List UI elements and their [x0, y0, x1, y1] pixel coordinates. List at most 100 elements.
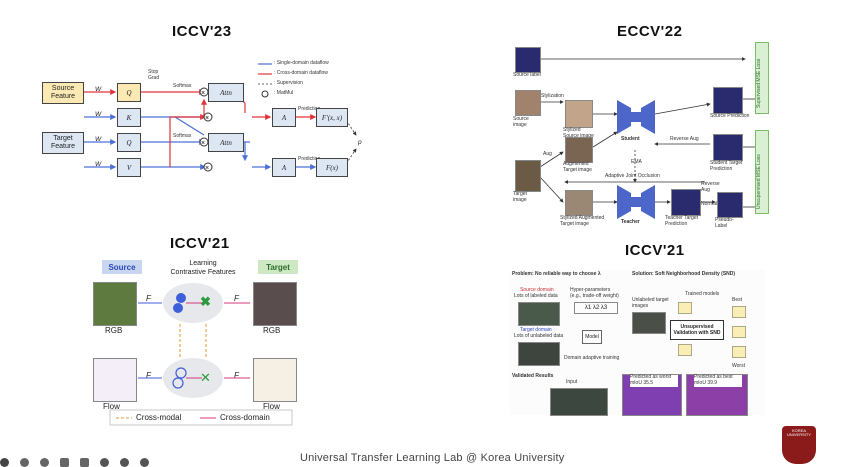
- toolbar-slides-icon[interactable]: [80, 458, 89, 467]
- target-tag: Target: [258, 260, 298, 274]
- problem-label: Problem: No reliable way to choose λ: [512, 271, 601, 277]
- augmented-target-text: Augmented Target image: [563, 161, 592, 173]
- worst-label: Worst: [732, 363, 745, 369]
- toolbar-search-icon[interactable]: [40, 458, 49, 467]
- toolbar-next-icon[interactable]: [120, 458, 129, 467]
- trained-models-label: Trained models: [685, 291, 720, 297]
- teacher-prediction-text: Teacher Target Prediction: [665, 215, 698, 227]
- venue-title-iccv21-left: ICCV'21: [170, 235, 230, 252]
- student-target-prediction-image: [713, 134, 743, 161]
- korea-university-logo: KOREA UNIVERSITY: [782, 426, 816, 464]
- adaptive-occlusion-label: Adaptive Joint Occlusion: [605, 173, 660, 179]
- ft-a-label: F: [234, 294, 239, 303]
- source-image-text: Source image: [513, 116, 529, 128]
- target-image: [515, 160, 541, 192]
- cross-domain-legend: Cross-domain: [220, 413, 270, 422]
- venue-title-iccv23: ICCV'23: [172, 23, 232, 40]
- w-k: W: [95, 111, 102, 118]
- toolbar-prev-icon[interactable]: [0, 458, 9, 467]
- cross-modal-legend: Cross-modal: [136, 413, 182, 422]
- contrastive-label: Contrastive Features: [170, 269, 236, 276]
- stylized-augmented-target-text: Stylized Augmented Target image: [560, 215, 605, 227]
- legend-single: : Single-domain dataflow: [274, 60, 329, 66]
- worst-prediction-label: Predicted as worst mIoU 35.5: [630, 374, 678, 387]
- teacher-label: Teacher: [621, 219, 640, 225]
- w-v: W: [95, 161, 102, 168]
- q-source-box: Q: [117, 83, 141, 102]
- student-target-text: Student Target Prediction: [710, 160, 743, 172]
- toolbar-more-icon[interactable]: [100, 458, 109, 467]
- toolbar-menu-icon[interactable]: [140, 458, 149, 467]
- legend-supervision: : Supervision: [274, 80, 303, 86]
- aug-label: Aug: [543, 151, 552, 157]
- best-lambda-box: [732, 306, 746, 318]
- stylized-augmented-target-image: [565, 190, 593, 216]
- a-t-box: A: [272, 158, 296, 177]
- unsupervised-validation-box: Unsupervised Validation with SND: [670, 320, 724, 340]
- lots-unlabeled-label: Lots of unlabeled data: [514, 333, 564, 339]
- stylization-label: Stylization: [541, 93, 564, 99]
- source-domain-image: [518, 302, 560, 326]
- ema-label: EMA: [631, 159, 642, 165]
- f-t-box: F(x): [316, 158, 348, 177]
- svg-text:×: ×: [201, 140, 205, 147]
- rgb-left-label: RGB: [105, 326, 123, 335]
- source-label-text: Source label: [513, 72, 541, 78]
- best-prediction-label: Predicted as best mIoU 39.9: [694, 374, 742, 387]
- toolbar-grid-icon[interactable]: [60, 458, 69, 467]
- normalize-label: Normalize: [701, 201, 724, 207]
- pseudo-label-image: [717, 192, 743, 218]
- source-label-image: [515, 47, 541, 73]
- teacher-prediction-image: [671, 189, 701, 216]
- flow-left-label: Flow: [103, 402, 120, 411]
- svg-text:×: ×: [201, 90, 205, 97]
- hyper-params-label: Hyper-parameters (e.g., trade-off weight…: [570, 287, 619, 299]
- legend-matmul: : MatMul: [274, 90, 294, 96]
- flow-source-image: [93, 358, 137, 402]
- supervised-loss-text: Supervised MSE Loss: [756, 58, 762, 108]
- venue-title-eccv22: ECCV'22: [617, 23, 683, 40]
- venue-title-iccv21-right: ICCV'21: [625, 242, 685, 259]
- input-label: Input: [566, 379, 578, 385]
- attn-st-box: Attn: [208, 83, 244, 102]
- source-prediction-image: [713, 87, 743, 114]
- svg-text:✕: ✕: [200, 370, 211, 385]
- solution-label: Solution: Soft Neighborhood Density (SND…: [632, 271, 736, 277]
- stop-grad-label: Stop Grad: [148, 69, 160, 81]
- target-feature-box: Target Feature: [42, 132, 84, 154]
- fs-m-label: F: [146, 371, 151, 380]
- model-lambda-2: [678, 344, 692, 356]
- source-prediction-text: Source Prediction: [710, 113, 750, 119]
- p-hat: p: [358, 139, 362, 146]
- model-box: Model: [582, 330, 602, 344]
- unsupervised-loss-text: Unsupervised MSE Loss: [756, 154, 762, 209]
- k-target-box: K: [117, 108, 141, 127]
- reverse-aug-label-2: Reverse Aug: [701, 181, 720, 193]
- v-target-box: V: [117, 158, 141, 177]
- augmented-target-image: [565, 137, 593, 163]
- unlabeled-target-image: [632, 312, 666, 334]
- fig3-shapes: ✖ ✕: [109, 283, 293, 426]
- logo-text: KOREA UNIVERSITY: [786, 428, 811, 438]
- softmax-label-1: Softmax: [173, 83, 192, 89]
- target-image-text: Target image: [513, 191, 527, 203]
- lab-footer: Universal Transfer Learning Lab @ Korea …: [300, 452, 565, 464]
- best-label: Best: [732, 297, 743, 303]
- svg-text:✖: ✖: [200, 294, 211, 309]
- model-lambda-1: [678, 302, 692, 314]
- fs-a-label: F: [146, 294, 151, 303]
- flow-target-image: [253, 358, 297, 402]
- toolbar-pen-icon[interactable]: [20, 458, 29, 467]
- stylized-source-image: [565, 100, 593, 128]
- source-tag: Source: [102, 260, 142, 274]
- figure-cross-modal: Source Target Learning Contrastive Featu…: [88, 258, 298, 426]
- stylized-source-text: Stylized Source image: [563, 127, 594, 139]
- validated-results-label: Validated Results: [512, 373, 554, 379]
- source-image: [515, 90, 541, 116]
- w-q-source: W: [95, 86, 102, 93]
- unsupervised-loss-bar: Unsupervised MSE Loss: [755, 130, 769, 214]
- unlabeled-target-label: Unlabeled target images: [632, 297, 669, 309]
- legend-cross: : Cross-domain dataflow: [274, 70, 328, 76]
- f-st-box: F'(x, x): [316, 108, 348, 127]
- figure-snd: Problem: No reliable way to choose λ Sol…: [510, 270, 765, 416]
